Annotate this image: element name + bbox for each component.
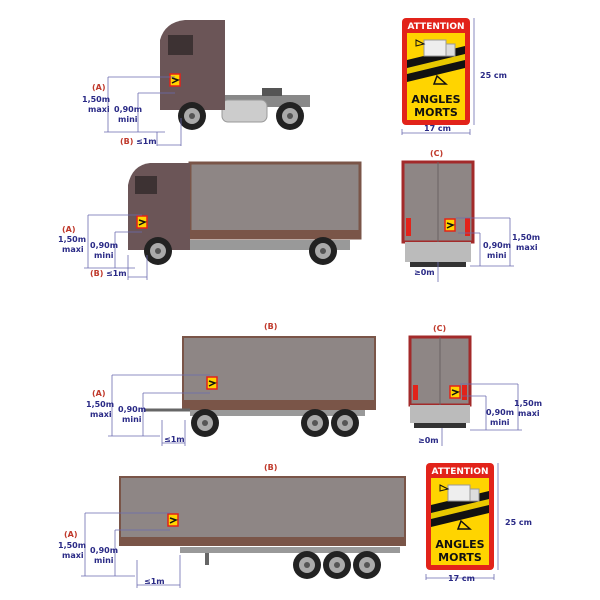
label-a: (A)	[92, 83, 106, 92]
mini: mini	[490, 418, 510, 427]
label-b: (B)	[264, 322, 277, 331]
sign-title: ATTENTION	[431, 467, 488, 477]
angles-morts-sign: ATTENTION ANGLES MORTS	[425, 462, 495, 571]
trailer-rear-view	[408, 335, 472, 428]
sign-line1: ANGLES	[411, 93, 460, 106]
label-b: (B)	[120, 137, 133, 146]
maxi: maxi	[88, 105, 110, 114]
label-b: (B)	[264, 463, 277, 472]
mini: mini	[94, 251, 114, 260]
angles-morts-sign: ATTENTION ANGLES MORTS	[401, 17, 471, 126]
front-distance: ≤1m	[164, 435, 185, 444]
maxi: maxi	[90, 410, 112, 419]
label-a: (A)	[64, 530, 78, 539]
sign-line2: MORTS	[438, 551, 482, 564]
rigid-truck	[128, 161, 362, 265]
label-a: (A)	[62, 225, 76, 234]
min-height: 0,90m	[483, 241, 511, 250]
sign-height: 25 cm	[480, 71, 507, 80]
front-distance: ≤1m	[144, 577, 165, 586]
min-height: 0,90m	[90, 241, 118, 250]
sign-width: 17 cm	[448, 574, 475, 583]
front-distance: ≤1m	[136, 137, 157, 146]
semi-trailer	[119, 476, 406, 579]
rigid-truck-rear-view	[401, 160, 475, 267]
label-c: (C)	[430, 149, 443, 158]
max-height: 1,50m	[58, 235, 86, 244]
max-height: 1,50m	[82, 95, 110, 104]
drawbar-trailer	[145, 336, 376, 437]
tractor-dimensions: (A) 1,50m maxi 0,90m mini (B) ≤1m	[82, 76, 182, 146]
max-height: 1,50m	[514, 399, 542, 408]
min-height: 0,90m	[118, 405, 146, 414]
drawbar-trailer-dimensions: (A) 1,50m maxi 0,90m mini ≤1m	[86, 374, 210, 446]
maxi: maxi	[516, 243, 538, 252]
mini: mini	[94, 556, 114, 565]
tractor-unit	[160, 20, 310, 130]
sign-title: ATTENTION	[407, 22, 464, 32]
maxi: maxi	[62, 245, 84, 254]
max-height: 1,50m	[58, 541, 86, 550]
sign-line2: MORTS	[414, 106, 458, 119]
semi-trailer-dimensions: (A) 1,50m maxi 0,90m mini ≤1m	[58, 512, 181, 588]
rear-distance: ≥0m	[418, 436, 439, 445]
sign-width: 17 cm	[424, 124, 451, 133]
min-height: 0,90m	[90, 546, 118, 555]
label-b: (B)	[90, 269, 103, 278]
mini: mini	[118, 115, 138, 124]
rear-distance: ≥0m	[414, 268, 435, 277]
min-height: 0,90m	[486, 408, 514, 417]
max-height: 1,50m	[512, 233, 540, 242]
front-distance: ≤1m	[106, 269, 127, 278]
mini: mini	[487, 251, 507, 260]
maxi: maxi	[518, 409, 540, 418]
rigid-truck-dimensions: (A) 1,50m maxi 0,90m mini (B) ≤1m	[58, 214, 148, 280]
maxi: maxi	[62, 551, 84, 560]
max-height: 1,50m	[86, 400, 114, 409]
label-c: (C)	[433, 324, 446, 333]
label-a: (A)	[92, 389, 106, 398]
sign-line1: ANGLES	[435, 538, 484, 551]
mini: mini	[122, 415, 142, 424]
min-height: 0,90m	[114, 105, 142, 114]
sign-height: 25 cm	[505, 518, 532, 527]
